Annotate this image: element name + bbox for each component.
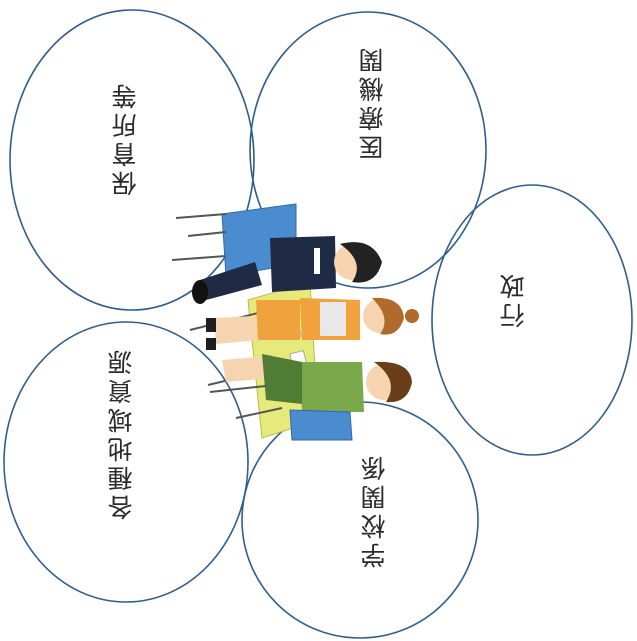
petal-gyosei [431,184,633,456]
petal-chiiki [3,321,249,603]
label-iryo: 医療機関 [358,44,387,160]
petal-iryo [249,11,487,289]
petal-hoiku [9,9,255,311]
label-hoiku: 保育所等 [111,80,140,196]
label-gakko: 学校関係 [360,452,389,568]
boy-figure [300,362,364,412]
label-chiiki: 各種地域資源 [107,346,136,520]
label-gyosei: 行政 [499,270,528,328]
man-figure [270,236,336,292]
meeting-illustration [171,203,419,441]
